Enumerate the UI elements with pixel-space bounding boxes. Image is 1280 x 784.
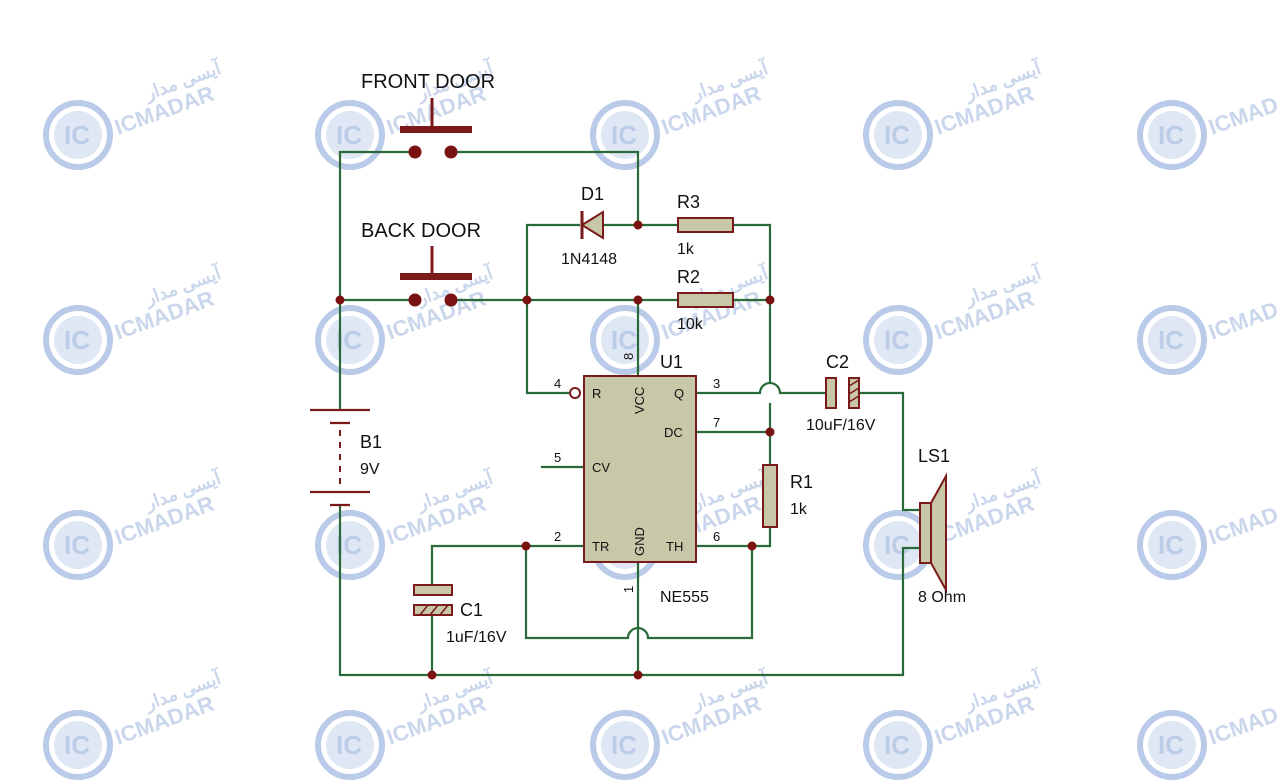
d1-ref: D1 — [581, 184, 604, 204]
svg-text:ICMADAR: ICMADAR — [1205, 691, 1280, 750]
watermark-logo: IC ICMADAR — [1137, 691, 1280, 780]
svg-text:ICMADAR: ICMADAR — [1205, 81, 1280, 140]
svg-text:IC: IC — [611, 325, 637, 355]
svg-text:IC: IC — [611, 120, 637, 150]
watermark-logo: IC ICMADAR — [1137, 81, 1280, 170]
junction-nodes — [335, 220, 775, 680]
pin-label-th: TH — [666, 539, 683, 554]
junction-node — [335, 295, 345, 305]
b1-ref: B1 — [360, 432, 382, 452]
pin-number-6: 6 — [713, 529, 720, 544]
svg-text:IC: IC — [884, 530, 910, 560]
svg-text:IC: IC — [884, 120, 910, 150]
svg-text:IC: IC — [1158, 325, 1184, 355]
speaker-ls1: LS1 8 Ohm — [918, 446, 966, 606]
watermark-logo: IC ICMADAR آیسی مدار — [863, 665, 1046, 780]
pin-number-1: 1 — [621, 586, 636, 593]
junction-node — [521, 541, 531, 551]
svg-text:ICMADAR: ICMADAR — [1205, 286, 1280, 345]
junction-node — [765, 295, 775, 305]
resistor-r2: R2 10k — [677, 267, 734, 333]
watermark-logo: IC ICMADAR آیسی مدار — [863, 260, 1046, 375]
watermark-logo: IC ICMADAR آیسی مدار — [863, 465, 1046, 580]
junction-node — [633, 220, 643, 230]
capacitor-c1: C1 1uF/16V — [413, 584, 507, 646]
svg-text:IC: IC — [64, 120, 90, 150]
pin-label-gnd: GND — [632, 527, 647, 556]
watermark-logo: IC ICMADAR آیسی مدار — [590, 665, 773, 780]
wires — [338, 150, 920, 677]
svg-text:IC: IC — [1158, 730, 1184, 760]
pin-label-dc: DC — [664, 425, 683, 440]
watermark-logo: IC ICMADAR آیسی مدار — [315, 465, 498, 580]
svg-text:IC: IC — [611, 730, 637, 760]
resistor-r1: R1 1k — [762, 464, 813, 528]
watermark-logo: IC ICMADAR — [1137, 286, 1280, 375]
pin-number-4: 4 — [554, 376, 561, 391]
pin-number-8: 8 — [621, 353, 636, 360]
pin-label-q: Q — [674, 386, 684, 401]
svg-text:ICMADAR: ICMADAR — [1205, 491, 1280, 550]
pin-label-cv: CV — [592, 460, 610, 475]
pin-number-2: 2 — [554, 529, 561, 544]
watermark-logo: IC ICMADAR آیسی مدار — [43, 55, 226, 170]
pin-number-3: 3 — [713, 376, 720, 391]
svg-text:IC: IC — [336, 120, 362, 150]
resistor-r3: R3 1k — [677, 192, 734, 258]
c1-ref: C1 — [460, 600, 483, 620]
back-door-switch: BACK DOOR — [361, 220, 481, 307]
front-door-label: FRONT DOOR — [361, 71, 495, 93]
junction-node — [522, 295, 532, 305]
junction-node — [633, 295, 643, 305]
ls1-value: 8 Ohm — [918, 589, 966, 606]
diode-d1: D1 1N4148 — [561, 184, 617, 268]
watermark-logo: IC ICMADAR آیسی مدار — [43, 465, 226, 580]
watermark-logo: IC ICMADAR آیسی مدار — [43, 260, 226, 375]
pin-label-vcc: VCC — [632, 387, 647, 414]
pin-number-5: 5 — [554, 450, 561, 465]
watermark-logo: IC ICMADAR آیسی مدار — [43, 665, 226, 780]
r1-ref: R1 — [790, 472, 813, 492]
c2-value: 10uF/16V — [806, 417, 876, 434]
junction-node — [747, 541, 757, 551]
watermark-logo: IC ICMADAR آیسی مدار — [590, 55, 773, 170]
junction-node — [427, 670, 437, 680]
d1-value: 1N4148 — [561, 251, 617, 268]
junction-node — [633, 670, 643, 680]
pin-number-7: 7 — [713, 415, 720, 430]
pin-label-tr: TR — [592, 539, 609, 554]
svg-text:IC: IC — [1158, 120, 1184, 150]
junction-node — [765, 427, 775, 437]
svg-text:IC: IC — [884, 730, 910, 760]
battery-b1: B1 9V — [310, 408, 382, 507]
u1-part: NE555 — [660, 589, 709, 606]
front-door-switch: FRONT DOOR — [361, 71, 495, 159]
svg-text:IC: IC — [884, 325, 910, 355]
watermark-logo: IC ICMADAR آیسی مدار — [315, 665, 498, 780]
watermark-logo: IC ICMADAR — [1137, 491, 1280, 580]
b1-value: 9V — [360, 461, 380, 478]
capacitor-c2: C2 10uF/16V — [806, 352, 876, 434]
r2-ref: R2 — [677, 267, 700, 287]
u1-ref: U1 — [660, 352, 683, 372]
pin-label-r: R — [592, 386, 601, 401]
r1-value: 1k — [790, 501, 808, 518]
svg-text:IC: IC — [1158, 530, 1184, 560]
back-door-label: BACK DOOR — [361, 220, 481, 242]
r3-value: 1k — [677, 241, 695, 258]
ic-u1-ne555: U1 NE555 R VCC Q DC CV TR GND TH 8 4 3 7… — [554, 352, 720, 606]
svg-text:IC: IC — [64, 325, 90, 355]
watermark-logo: IC ICMADAR آیسی مدار — [863, 55, 1046, 170]
ls1-ref: LS1 — [918, 446, 950, 466]
svg-text:IC: IC — [336, 730, 362, 760]
r2-value: 10k — [677, 316, 704, 333]
c2-ref: C2 — [826, 352, 849, 372]
r3-ref: R3 — [677, 192, 700, 212]
svg-text:IC: IC — [64, 530, 90, 560]
svg-text:IC: IC — [64, 730, 90, 760]
c1-value: 1uF/16V — [446, 629, 507, 646]
